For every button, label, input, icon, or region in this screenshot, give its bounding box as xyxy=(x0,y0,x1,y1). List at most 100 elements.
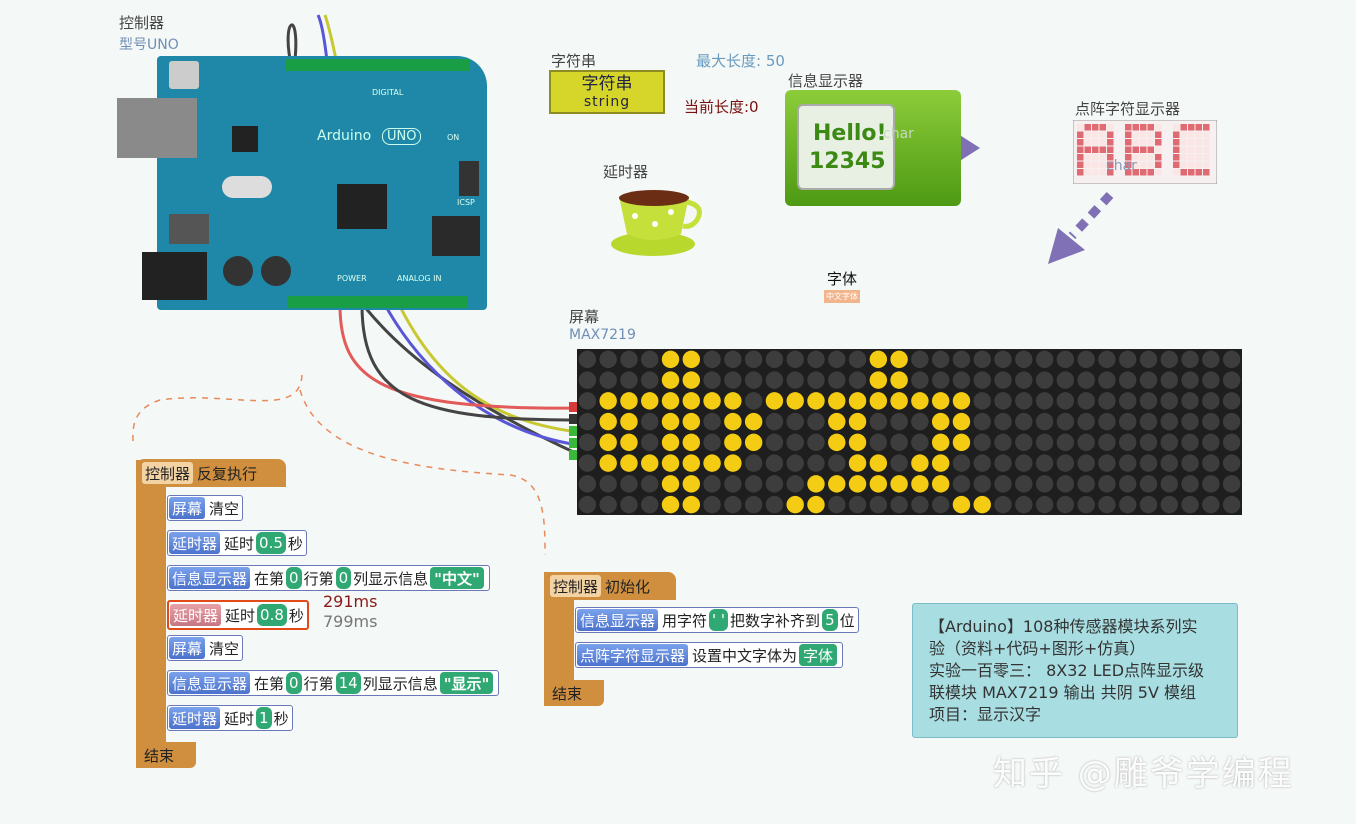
dot-display-cell xyxy=(1180,161,1187,168)
string-max-length: 最大长度: 50 xyxy=(696,52,785,70)
led-dot-off xyxy=(1139,454,1158,472)
led-dot-off xyxy=(641,495,659,514)
led-dot-on xyxy=(848,454,867,472)
font-title: 字体 xyxy=(827,270,858,288)
loop-row-6[interactable]: 信息显示器 在第 0 行第 14 列显示信息 "显示" xyxy=(167,670,500,696)
led-dot-on xyxy=(703,454,721,472)
loop-row-3[interactable]: 信息显示器 在第 0 行第 0 列显示信息 "中文" xyxy=(167,565,490,591)
row3-string[interactable]: "中文" xyxy=(430,567,484,589)
init-row-2[interactable]: 点阵字符显示器 设置中文字体为 字体 xyxy=(575,642,844,668)
dot-display-cell xyxy=(1195,131,1202,138)
row6-value1[interactable]: 0 xyxy=(286,672,302,694)
led-dot-off xyxy=(786,433,804,452)
loop-row-1[interactable]: 屏幕 清空 xyxy=(167,495,244,521)
led-dot-off xyxy=(765,371,784,389)
font-icon[interactable]: 中文字体 xyxy=(824,290,860,303)
led-dot-off xyxy=(848,371,867,389)
loop-row-4[interactable]: 延时器 延时 0.8 秒 xyxy=(167,600,309,630)
led-dot-off xyxy=(703,350,721,369)
dot-display-cell xyxy=(1147,169,1154,176)
dot-display-cell xyxy=(1125,146,1132,153)
dot-display-cell xyxy=(1084,161,1091,168)
dot-display-cell xyxy=(1099,124,1106,131)
dot-display-component[interactable] xyxy=(1073,120,1217,184)
init-row2-value[interactable]: 字体 xyxy=(799,644,838,666)
dot-display-cell xyxy=(1188,146,1195,153)
loop-row-2[interactable]: 延时器 延时 0.5 秒 xyxy=(167,530,307,556)
loop-row-7[interactable]: 延时器 延时 1 秒 xyxy=(167,705,293,731)
arduino-board[interactable]: DIGITAL Arduino UNO ON ICSP POWER ANALOG… xyxy=(117,56,487,310)
init-row1-value2[interactable]: 5 xyxy=(822,609,838,631)
init-row1-value1[interactable]: ' ' xyxy=(709,609,729,631)
row4-value[interactable]: 0.8 xyxy=(257,604,287,626)
led-dot-on xyxy=(599,412,617,431)
dot-display-cell xyxy=(1155,161,1162,168)
led-dot-on xyxy=(869,392,888,410)
info-display-component[interactable]: Hello! 12345 char xyxy=(785,90,961,206)
loop-row-5[interactable]: 屏幕 清空 xyxy=(167,635,244,661)
led-dot-off xyxy=(1202,350,1220,369)
dot-display-cell xyxy=(1195,161,1202,168)
loop-block-hat[interactable]: 控制器 反复执行 xyxy=(136,459,286,487)
row6-value2[interactable]: 14 xyxy=(335,672,361,694)
led-dot-on xyxy=(911,392,929,410)
loop-block-spine xyxy=(136,460,166,750)
timing-total: 799ms xyxy=(323,612,378,631)
led-dot-off xyxy=(620,475,638,493)
led-dot-off xyxy=(890,412,908,431)
dot-display-cell xyxy=(1147,154,1154,161)
dot-display-cell xyxy=(1188,169,1195,176)
led-dot-off xyxy=(1056,412,1075,431)
led-dot-on xyxy=(661,371,680,389)
led-dot-on xyxy=(724,454,742,472)
string-component[interactable]: 字符串 string xyxy=(549,70,665,114)
reset-button[interactable] xyxy=(169,61,199,89)
led-dot-off xyxy=(1202,433,1220,452)
screen-model: MAX7219 xyxy=(569,327,636,343)
led-dot-off xyxy=(1222,475,1241,493)
dot-display-cell xyxy=(1107,146,1114,153)
led-dot-off xyxy=(1222,350,1241,369)
led-dot-off xyxy=(1077,350,1095,369)
led-matrix-display[interactable] xyxy=(577,349,1242,515)
init-block-hat[interactable]: 控制器 初始化 xyxy=(544,572,676,600)
led-matrix-small xyxy=(432,216,480,256)
led-dot-off xyxy=(911,371,929,389)
row6-string[interactable]: "显示" xyxy=(439,672,494,694)
led-dot-off xyxy=(911,495,929,514)
row3-text1: 在第 xyxy=(254,569,285,588)
row2-value[interactable]: 0.5 xyxy=(256,532,286,554)
dot-display-cell xyxy=(1140,161,1147,168)
led-dot-off xyxy=(828,371,846,389)
dot-display-cell xyxy=(1195,154,1202,161)
row2-tag: 延时器 xyxy=(169,532,221,554)
dot-display-cell xyxy=(1107,124,1114,131)
row6-text2: 行第 xyxy=(303,674,334,693)
init-row-1[interactable]: 信息显示器 用字符 ' ' 把数字补齐到 5 位 xyxy=(575,607,859,633)
dot-display-cell xyxy=(1180,131,1187,138)
row7-tag: 延时器 xyxy=(169,707,221,729)
capacitor-1 xyxy=(223,256,253,286)
led-dot-off xyxy=(1202,371,1220,389)
row3-text2: 行第 xyxy=(303,569,334,588)
dot-display-cell xyxy=(1092,154,1099,161)
row3-value1[interactable]: 0 xyxy=(286,567,302,589)
row3-value2[interactable]: 0 xyxy=(335,567,352,589)
led-dot-off xyxy=(724,495,742,514)
led-dot-on xyxy=(786,392,804,410)
power-jack xyxy=(142,252,207,300)
led-dot-off xyxy=(1077,412,1095,431)
teacup-icon[interactable] xyxy=(605,182,705,262)
dot-display-cell xyxy=(1107,131,1114,138)
led-dot-on xyxy=(828,433,846,452)
led-dot-off xyxy=(1098,495,1116,514)
dot-display-cell xyxy=(1125,154,1132,161)
led-dot-off xyxy=(952,454,971,472)
led-dot-off xyxy=(828,350,846,369)
led-dot-off xyxy=(931,495,950,514)
row7-value[interactable]: 1 xyxy=(256,707,272,729)
dot-display-cell xyxy=(1203,154,1210,161)
dot-display-cell xyxy=(1188,131,1195,138)
string-icon-line2: string xyxy=(583,94,631,110)
led-dot-off xyxy=(599,371,617,389)
